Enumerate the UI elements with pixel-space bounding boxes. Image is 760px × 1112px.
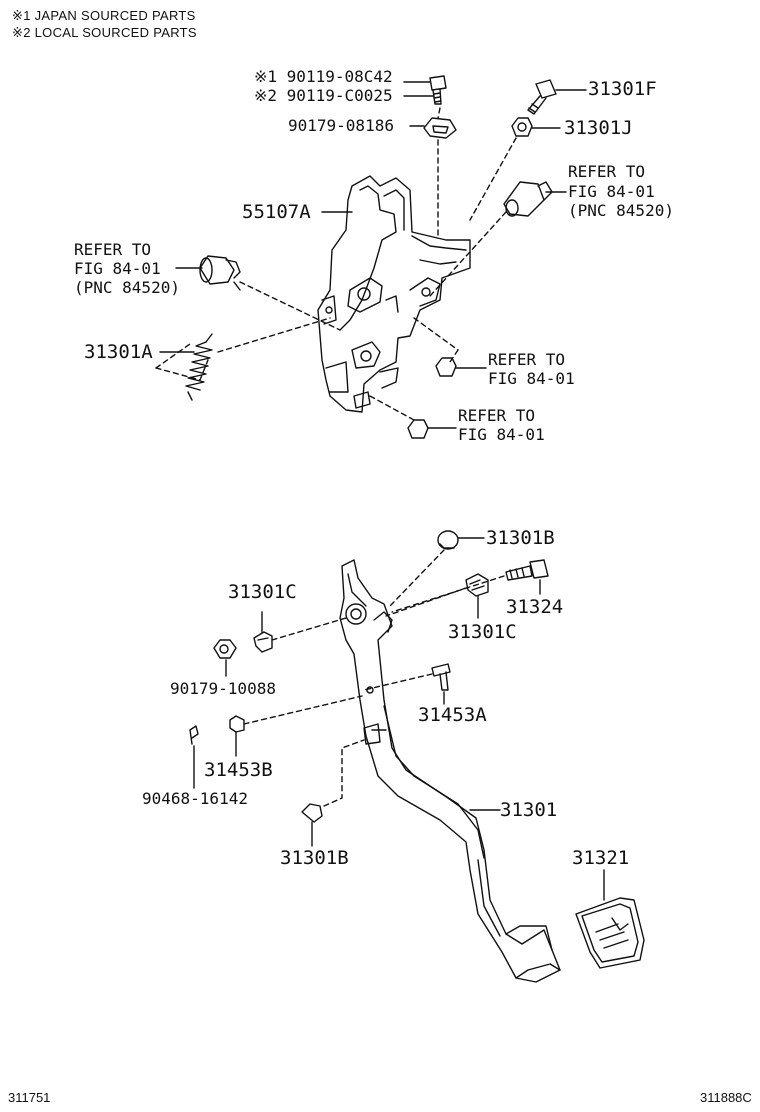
- bushing-31301c-left-label: 31301C: [228, 581, 297, 603]
- refer-right-line1: REFER TO: [568, 162, 646, 181]
- pedal-31301-label: 31301: [500, 799, 558, 821]
- clip-nut-icon: [423, 117, 457, 139]
- refer-left-line3: (PNC 84520): [74, 278, 180, 297]
- pedal-arm-31301-icon: [339, 559, 561, 983]
- bolt-31324-label: 31324: [506, 596, 564, 618]
- refer-left-line2: FIG 84-01: [74, 259, 161, 278]
- nut-31301j-label: 31301J: [564, 117, 633, 139]
- refer-nut2-line1: REFER TO: [458, 406, 536, 425]
- cap-31301b-top-icon: [437, 530, 459, 550]
- nut-refer-1-icon: [435, 357, 457, 377]
- cap-31301b-bottom-icon: [301, 803, 323, 823]
- nut-31301j-icon: [511, 117, 533, 137]
- nut-90179-10088-label: 90179-10088: [170, 679, 276, 698]
- pin-31453b-label: 31453B: [204, 759, 273, 781]
- refer-nut2-line2: FIG 84-01: [458, 425, 545, 444]
- pedal-pad-31321-icon: [575, 897, 645, 969]
- bolt-31301f-label: 31301F: [588, 78, 657, 100]
- refer-right-line2: FIG 84-01: [568, 182, 655, 201]
- cap-31301b-bottom-label: 31301B: [280, 847, 349, 869]
- spring-31301a-icon: [185, 333, 213, 401]
- refer-nut1-line1: REFER TO: [488, 350, 566, 369]
- bracket-55107a-icon: [317, 175, 471, 413]
- bolt-31301f-icon: [527, 79, 557, 115]
- spring-31301a-label: 31301A: [84, 341, 153, 363]
- illustration-id-left: 311751: [8, 1090, 51, 1105]
- pin-31453b-icon: [229, 715, 245, 733]
- refer-nut1-line2: FIG 84-01: [488, 369, 575, 388]
- pin-31453a-label: 31453A: [418, 704, 487, 726]
- clip-90468-icon: [189, 725, 199, 745]
- bushing-31301c-right-label: 31301C: [448, 621, 517, 643]
- refer-left-line1: REFER TO: [74, 240, 152, 259]
- bracket-55107a-label: 55107A: [242, 201, 311, 223]
- refer-right-line3: (PNC 84520): [568, 201, 674, 220]
- switch-right-icon: [503, 181, 553, 217]
- bolt-90119-japan-label: ※1 90119-08C42: [254, 67, 393, 86]
- cap-31301b-top-label: 31301B: [486, 527, 555, 549]
- nut-90179-10088-icon: [213, 639, 237, 659]
- pin-31453a-icon: [431, 663, 451, 691]
- nut-refer-2-icon: [407, 419, 429, 439]
- pedal-pad-31321-label: 31321: [572, 847, 630, 869]
- bushing-right-icon: [465, 573, 489, 597]
- bolt-31324-icon: [505, 559, 549, 581]
- bolt-90119-icon: [429, 75, 447, 105]
- local-note: ※2 LOCAL SOURCED PARTS: [12, 25, 197, 40]
- illustration-id-right: 311888C: [700, 1090, 752, 1105]
- nut-90179-08186-label: 90179-08186: [288, 116, 394, 135]
- bolt-90119-local-label: ※2 90119-C0025: [254, 86, 393, 105]
- bushing-left-icon: [253, 631, 273, 653]
- switch-left-icon: [199, 255, 241, 291]
- japan-note: ※1 JAPAN SOURCED PARTS: [12, 8, 196, 23]
- clip-90468-16142-label: 90468-16142: [142, 789, 248, 808]
